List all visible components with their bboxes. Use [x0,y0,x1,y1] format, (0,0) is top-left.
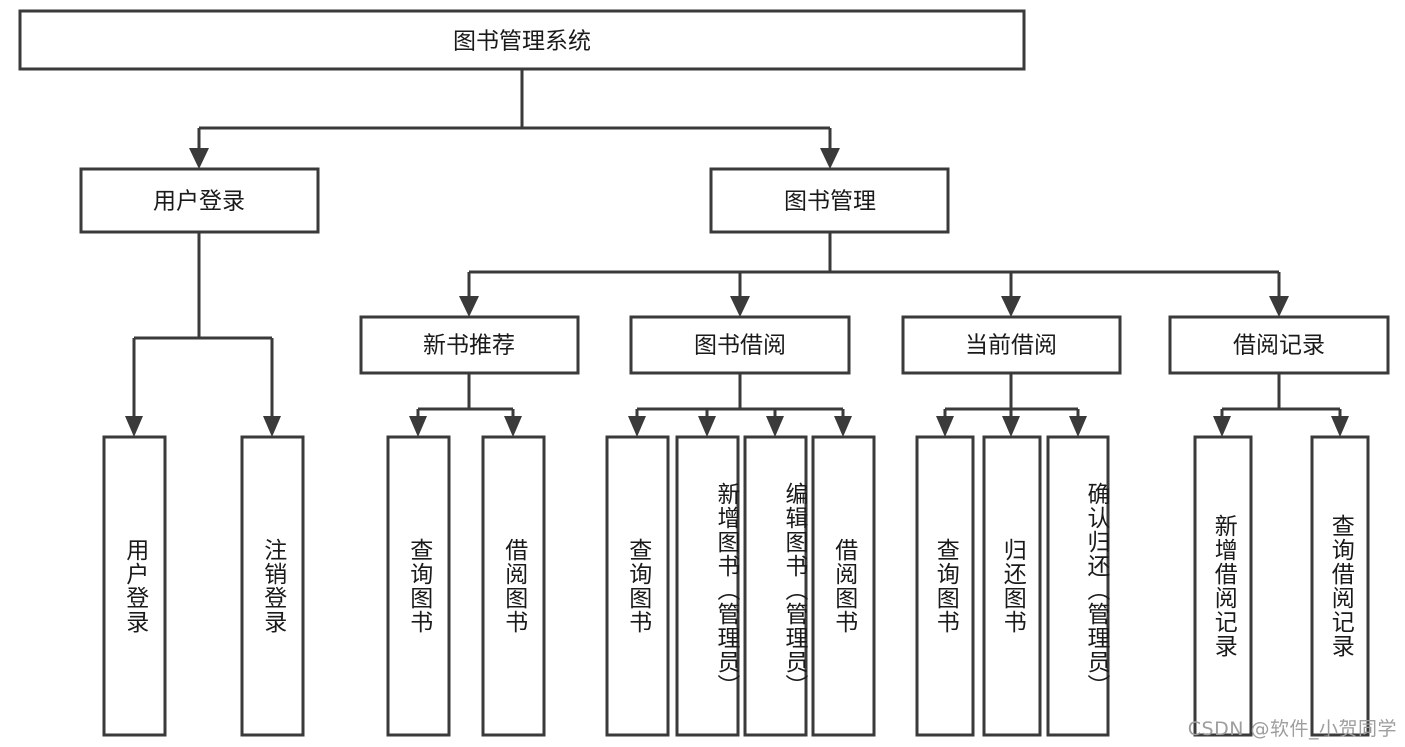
arrow-head-leaf-book-borrow-3 [766,416,784,437]
leaf-box-user-login-1[interactable] [102,435,167,737]
arrow-head-leaf-user-login-1 [125,416,143,437]
arrow-head-leaf-book-borrow-1 [628,416,646,437]
leaf-box-new-book-1[interactable] [386,435,451,737]
arrow-head-leaf-current-borrow-3 [1069,416,1087,437]
node-label-root: 图书管理系统 [453,29,591,55]
node-box-book-borrow[interactable] [629,315,851,375]
arrow-head-book-borrow [730,296,750,317]
node-box-new-book-recommend[interactable] [359,315,580,375]
leaf-box-book-borrow-4[interactable] [811,435,876,737]
leaf-box-book-borrow-3[interactable] [743,435,808,737]
node-label-book-manage: 图书管理 [784,189,876,215]
node-label-borrow-record: 借阅记录 [1233,333,1325,359]
leaf-box-book-borrow-1[interactable] [605,435,670,737]
leaf-box-book-borrow-2[interactable] [675,435,740,737]
arrow-head-new-book-recommend [459,296,479,317]
arrow-head-leaf-new-book-1 [409,416,427,437]
leaf-box-borrow-record-1[interactable] [1193,435,1253,737]
arrow-head-leaf-current-borrow-1 [936,416,954,437]
arrow-head-leaf-user-login-2 [263,416,281,437]
connector-group-book-borrow [628,373,852,437]
node-box-user-login[interactable] [79,167,320,234]
node-label-current-borrow: 当前借阅 [965,333,1057,359]
node-label-new-book-recommend: 新书推荐 [423,333,515,359]
leaf-box-current-borrow-2[interactable] [982,435,1042,737]
node-label-user-login: 用户登录 [153,189,245,215]
arrow-head-leaf-new-book-2 [504,416,522,437]
arrow-head-leaf-borrow-record-1 [1213,416,1231,437]
connector-group-current-borrow [936,373,1087,437]
connector-group-borrow-record [1213,373,1349,437]
node-box-borrow-record[interactable] [1168,315,1390,375]
connector-group-book-manage [459,232,1289,317]
node-box-current-borrow[interactable] [901,315,1122,375]
connector-group-new-book-recommend [409,373,522,437]
leaf-box-borrow-record-2[interactable] [1310,435,1370,737]
csdn-watermark: CSDN @软件_小贺同学 [1187,718,1397,740]
arrow-head-leaf-book-borrow-2 [698,416,716,437]
leaf-box-current-borrow-1[interactable] [915,435,975,737]
node-box-root[interactable] [18,9,1026,71]
arrow-head-book-manage [820,148,840,169]
arrow-head-current-borrow [1001,296,1021,317]
node-box-book-manage[interactable] [709,167,950,234]
arrow-head-leaf-current-borrow-2 [1002,416,1020,437]
leaf-box-current-borrow-3[interactable] [1046,435,1110,737]
leaf-box-new-book-2[interactable] [481,435,546,737]
connector-group-user-login [125,232,281,437]
node-label-book-borrow: 图书借阅 [694,333,786,359]
arrow-head-leaf-borrow-record-2 [1331,416,1349,437]
leaf-box-user-login-2[interactable] [240,435,305,737]
arrow-head-leaf-book-borrow-4 [834,416,852,437]
arrow-head-borrow-record [1269,296,1289,317]
arrow-head-user-login [189,148,209,169]
connector-group-root [189,69,840,169]
